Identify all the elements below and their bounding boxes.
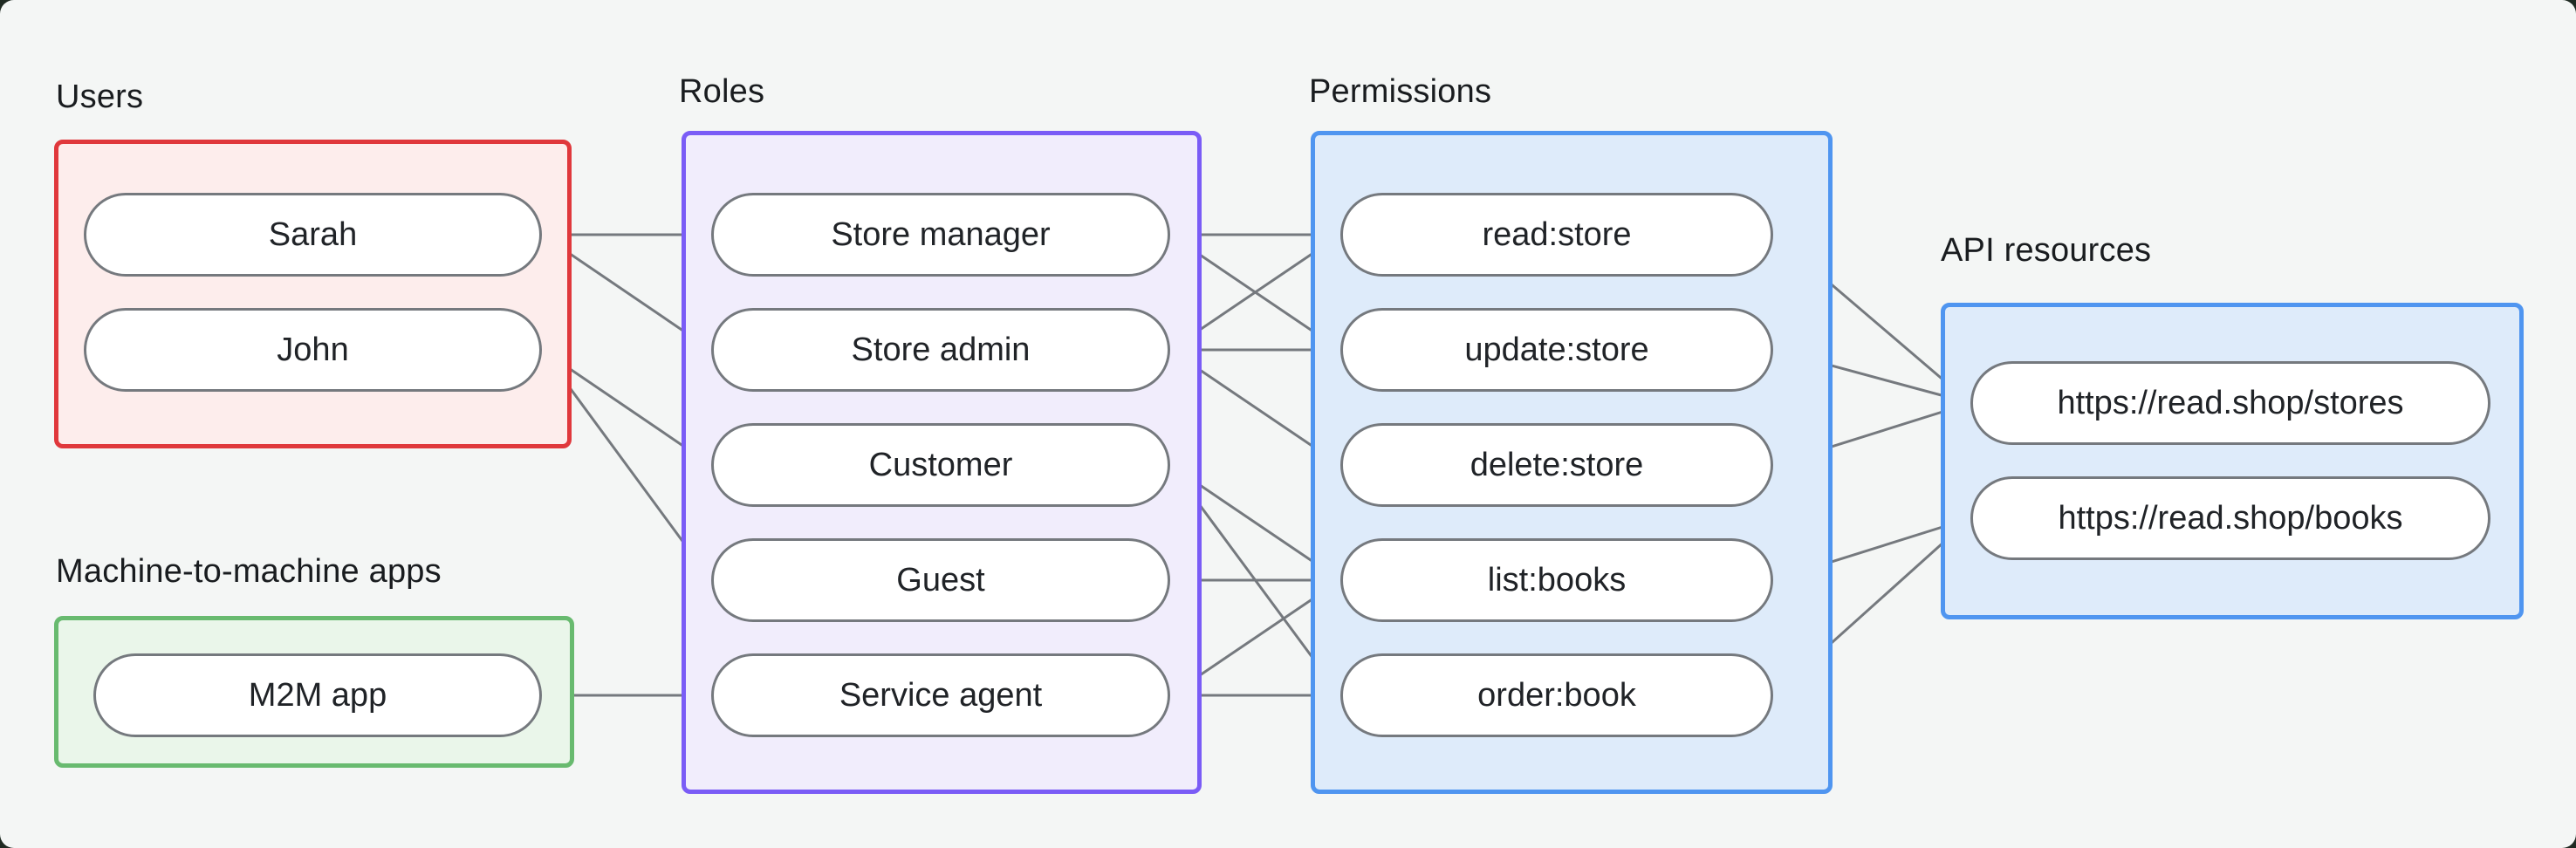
node-role-guest: Guest [711, 538, 1170, 622]
users-group-box [54, 140, 572, 448]
api-resources-group-label: API resources [1941, 232, 2152, 269]
permissions-group-label: Permissions [1309, 73, 1492, 110]
users-group-label: Users [56, 79, 144, 115]
node-api-resource-stores: https://read.shop/stores [1970, 361, 2490, 445]
node-m2m-app: M2M app [93, 653, 542, 737]
node-role-store-admin: Store admin [711, 308, 1170, 392]
roles-group-label: Roles [679, 73, 765, 110]
api-resources-group-box [1941, 303, 2524, 619]
node-user-sarah: Sarah [84, 193, 542, 277]
node-permission-order-book: order:book [1340, 653, 1773, 737]
node-role-service-agent: Service agent [711, 653, 1170, 737]
node-permission-delete-store: delete:store [1340, 423, 1773, 507]
node-role-customer: Customer [711, 423, 1170, 507]
node-api-resource-books: https://read.shop/books [1970, 476, 2490, 560]
node-permission-read-store: read:store [1340, 193, 1773, 277]
node-permission-list-books: list:books [1340, 538, 1773, 622]
node-role-store-manager: Store manager [711, 193, 1170, 277]
m2m-group-label: Machine-to-machine apps [56, 553, 442, 590]
node-user-john: John [84, 308, 542, 392]
node-permission-update-store: update:store [1340, 308, 1773, 392]
